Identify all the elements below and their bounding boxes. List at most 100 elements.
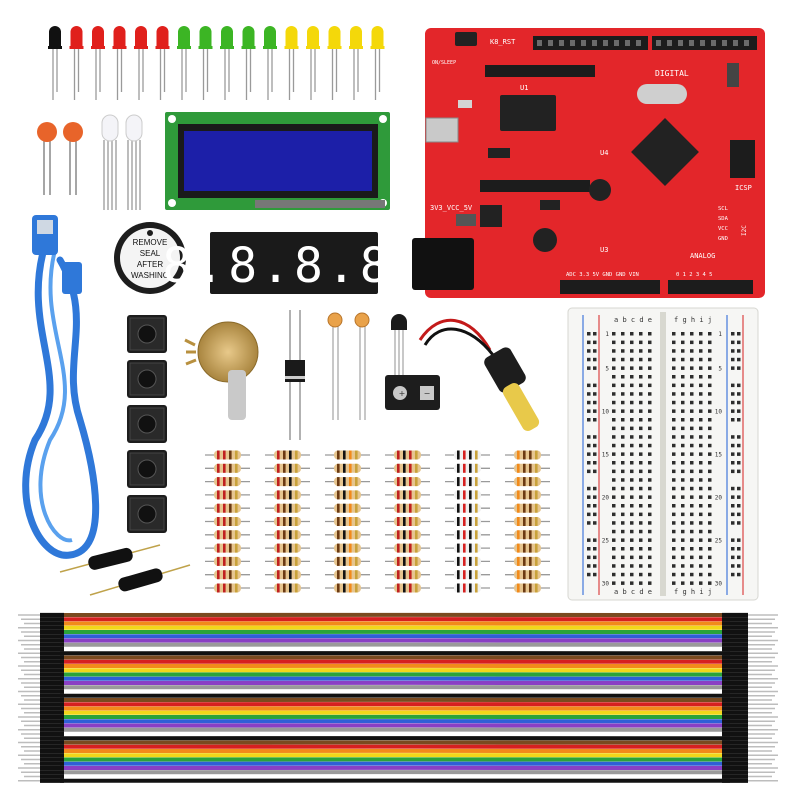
resistor-icon [445,517,490,526]
breadboard-row-number: 30 [715,580,723,587]
resistor-icon [205,477,250,487]
resistor-icon [265,450,310,460]
resistor-set [205,450,550,593]
jumper-wire [24,684,772,690]
resistor-icon [445,543,490,553]
breadboard-row-number: 20 [602,494,610,501]
resistor-icon [265,463,310,473]
resistor-icon [505,503,550,513]
jumper-wire [21,744,775,750]
resistor-icon [505,490,550,500]
led-icon [48,26,62,100]
breadboard-row-number: 25 [602,537,610,544]
push-button-icon [127,405,167,443]
resistor-icon [205,503,250,513]
seven-segment-digits: 8.8.8.8. [162,238,425,294]
jumper-wire [21,769,775,775]
jumper-wire [18,650,778,656]
breadboard-row-number: 10 [715,408,723,415]
breadboard-row-number: 10 [602,408,610,415]
resistor-icon [505,450,550,460]
resistor-icon [385,530,430,540]
led-icon [198,26,213,100]
jumper-wire [21,667,775,673]
led-icon [220,26,234,100]
led-icon [155,26,170,100]
jumper-wire [24,773,772,780]
resistor-icon [325,556,370,566]
led-icon [349,26,363,100]
potentiometer [184,321,259,420]
resistor-icon [445,530,490,540]
resistor-icon [205,543,250,553]
led-icon [112,26,127,100]
breadboard-right-columns: f g h i j [674,316,712,324]
push-button-icon [127,450,167,488]
resistor-icon [325,490,370,500]
buzzer-label: AFTER [137,260,163,269]
tilt-switches [59,544,191,596]
resistor-icon [505,463,550,473]
led-icon [241,26,256,100]
breadboard-right-columns: f g h i j [674,588,712,596]
capacitor-icon [63,122,83,142]
resistor-icon [385,556,430,566]
push-button-icon [127,315,167,353]
resistor-icon [325,463,370,473]
jumper-wire [18,701,778,707]
breadboard-row-number: 5 [718,365,722,372]
jumper-wire-bundle [18,612,778,784]
jumper-wire [18,714,778,720]
resistor-icon [505,530,550,540]
resistor-icon [385,517,430,526]
jumper-wire [18,676,778,682]
pin-label: SDA [718,216,729,222]
led-icon [177,26,191,100]
jumper-wire [24,722,772,729]
resistor-icon [385,543,430,553]
jumper-wire [24,633,772,639]
breadboard-row-number: 1 [605,331,609,338]
jumper-wire [18,778,778,784]
u4-label: U4 [600,149,608,157]
led-row [48,26,385,100]
push-button-icon [127,495,167,533]
jumper-wire [24,620,772,627]
jumper-wire [18,612,778,618]
jumper-wire [24,748,772,754]
reset-label: K8_RST [490,38,516,46]
breadboard-left-columns: a b c d e [614,316,652,324]
jumper-wire [18,625,778,631]
jumper-wire [21,680,775,686]
breadboard-row-number: 20 [715,494,723,501]
i2c-label: I2C [741,225,748,236]
resistor-icon [505,517,550,526]
capacitor-icon [37,122,57,142]
diodes [285,310,305,440]
resistor-icon [325,530,370,540]
resistor-icon [265,530,310,540]
resistor-icon [265,570,310,580]
analog-pins-label: 0 1 2 3 4 5 [676,272,712,278]
jumper-wire [21,756,775,763]
resistor-icon [325,477,370,487]
led-icon [69,26,84,100]
resistor-icon [325,503,370,513]
pin-label: SCL [718,206,729,212]
breadboard-row-number: 25 [715,537,723,544]
resistor-icon [505,556,550,566]
resistor-icon [205,556,250,566]
analog-label: ANALOG [690,252,715,260]
buzzer-label: WASHING [131,271,169,280]
on-sleep-label: ON/SLEEP [432,60,456,66]
resistor-icon [265,543,310,553]
jumper-wire [24,710,772,716]
resistor-icon [325,570,370,580]
breadboard-row-number: 15 [715,451,723,458]
led-icon [91,26,105,100]
resistor-icon [265,490,310,500]
resistor-icon [205,450,250,460]
jumper-wire [18,765,778,771]
battery-plus-label: + [399,389,406,398]
breadboard-row-number: 15 [602,451,610,458]
